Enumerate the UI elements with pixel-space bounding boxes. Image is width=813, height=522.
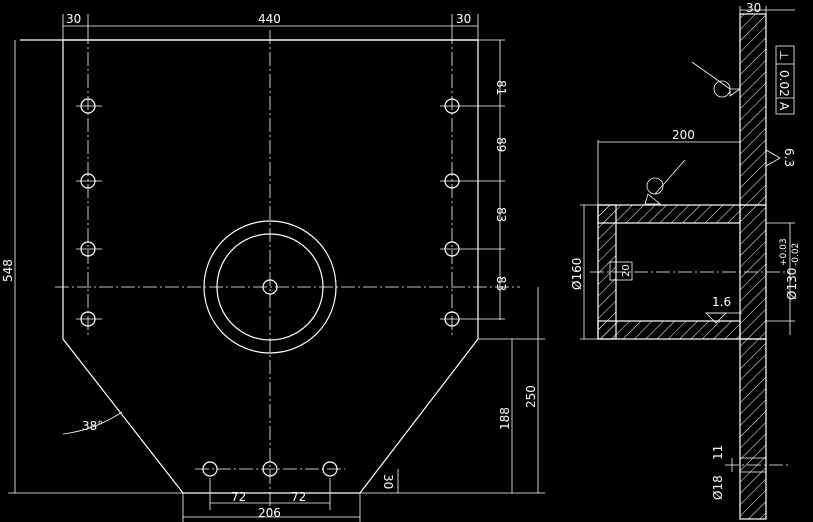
dim-bottom-width: 206 (258, 506, 281, 520)
bolt-hole (262, 461, 278, 477)
weld-symbol-tube (644, 159, 686, 205)
dim-width: 440 (258, 12, 281, 26)
angle-dimension: 38° (62, 411, 123, 435)
dim-pitch-3: 83 (494, 207, 508, 222)
tolerance-value: 0.02 (777, 70, 791, 97)
dim-spacing-b: 72 (291, 490, 306, 504)
tube-wall-top (597, 204, 741, 224)
dim-pitch-1: 81 (494, 80, 508, 95)
center-hole (262, 279, 278, 295)
dim-plate-thickness: 30 (746, 1, 761, 15)
dim-outer-diameter: Ø160 (570, 258, 584, 290)
roughness-plate-face: 6.3 (782, 148, 796, 167)
front-view: 30 440 30 548 81 89 83 83 250 188 (1, 12, 545, 522)
dim-tube-length: 200 (672, 128, 695, 142)
dim-pitch-2: 89 (494, 137, 508, 152)
plate-section-bottom (739, 338, 767, 520)
tube-wall-bottom (597, 320, 741, 340)
dim-tolerance-lower: -0.02 (791, 243, 801, 266)
roughness-symbol-plate: 6.3 (765, 148, 796, 167)
left-holes (76, 98, 102, 327)
dim-small-hole: Ø18 (711, 475, 725, 500)
height-dimension: 548 (1, 40, 183, 494)
tolerance-datum: A (777, 102, 791, 111)
dim-pitch-4: 83 (494, 276, 508, 291)
tolerance-frame: ⊥ 0.02 A (775, 45, 795, 115)
weld-symbol-plate (691, 61, 742, 98)
tolerance-symbol: ⊥ (777, 50, 791, 60)
top-dimension: 30 440 30 (62, 12, 479, 40)
dim-spacing-a: 72 (231, 490, 246, 504)
dim-tolerance-upper: +0.03 (779, 238, 789, 266)
dim-bottom-offset: 30 (381, 474, 395, 489)
side-view: 30 200 Ø160 Ø130 +0.03 -0.02 20 Ø18 11 6… (570, 1, 801, 520)
dim-total-height: 548 (1, 259, 15, 282)
dim-angle: 38° (82, 419, 103, 433)
plate-section-top (739, 13, 767, 206)
dim-left-margin: 30 (66, 12, 81, 26)
lower-dimensions: 250 188 30 (360, 287, 545, 494)
dim-small-hole-depth: 11 (711, 445, 725, 460)
bolt-hole (322, 461, 338, 477)
bottom-holes (195, 461, 345, 510)
inner-ring (216, 233, 324, 341)
right-holes (440, 98, 505, 327)
dim-lower-height: 250 (524, 385, 538, 408)
dim-inner-diameter: Ø130 (785, 268, 799, 300)
hole-pitch-dimensions: 81 89 83 83 (478, 39, 508, 320)
dim-tube-wall: 20 (621, 264, 632, 277)
roughness-symbol-bore: 1.6 (705, 295, 742, 324)
bottom-dimensions: 72 72 206 (182, 490, 361, 522)
dim-lower-inner-height: 188 (498, 407, 512, 430)
bolt-hole (202, 461, 218, 477)
roughness-bore: 1.6 (712, 295, 731, 309)
plate-outline (62, 39, 479, 494)
outer-ring (203, 220, 337, 354)
dim-right-margin: 30 (456, 12, 471, 26)
